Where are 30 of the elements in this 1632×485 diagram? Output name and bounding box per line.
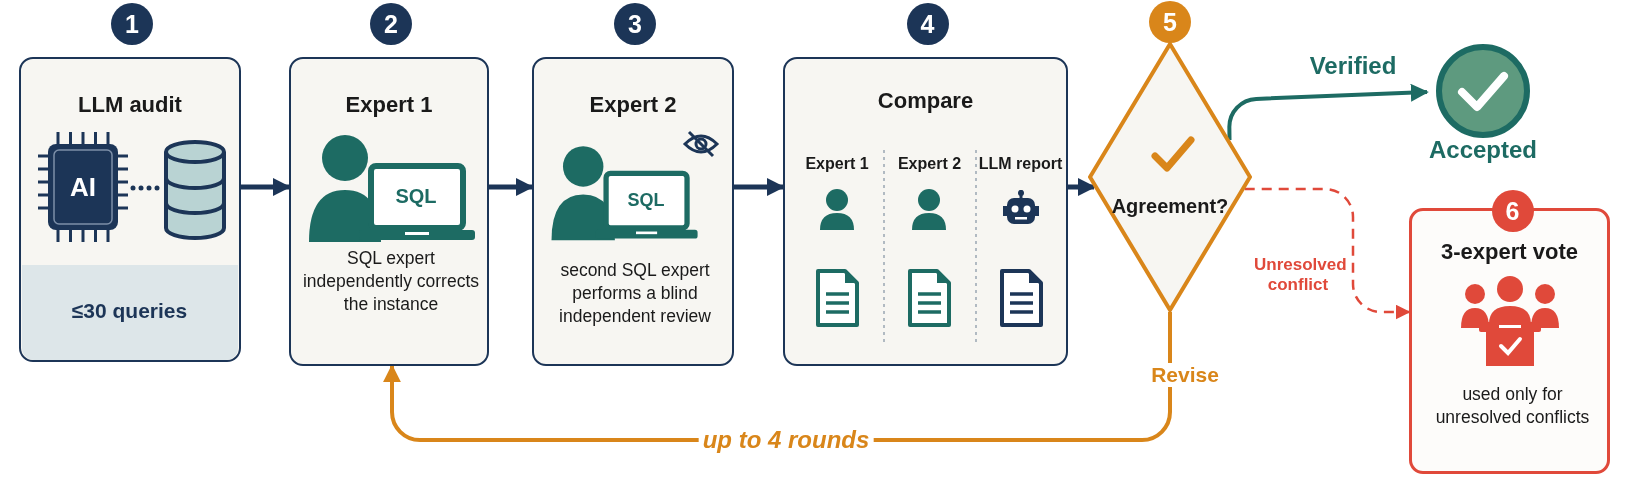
query-limit-text: ≤30 queries [70, 299, 189, 323]
arrow [241, 178, 291, 196]
step-description: second SQL expert performs a blind independent review [558, 259, 712, 328]
column-heading: LLM report [977, 153, 1064, 173]
step-description: SQL expert independently corrects the instance [301, 247, 481, 316]
step-number-badge: 3 [614, 3, 656, 45]
step-title: Expert 2 [588, 92, 678, 118]
arrow [1068, 178, 1096, 196]
step-number-badge: 5 [1149, 1, 1191, 43]
arrow [1244, 187, 1411, 320]
column-heading: Expert 2 [896, 153, 963, 173]
arrow [489, 178, 534, 196]
status-text: Accepted [1427, 136, 1538, 164]
decision-text: Agreement? [1110, 195, 1230, 218]
info-band [21, 264, 238, 360]
step-number-badge: 4 [906, 3, 949, 45]
step-title: Expert 1 [344, 92, 434, 118]
step-title: 3-expert vote [1440, 239, 1579, 265]
arrow [734, 178, 785, 196]
icon-label: SQL [395, 184, 437, 208]
step-number-badge: 1 [111, 3, 153, 45]
column-heading: Expert 1 [804, 153, 870, 173]
step-title: Compare [876, 88, 975, 114]
step-number-badge: 2 [370, 3, 412, 45]
step-title: LLM audit [77, 92, 183, 118]
step-number-badge: 6 [1491, 190, 1534, 232]
step-description: used only for unresolved conflicts [1434, 383, 1591, 429]
arrow [1227, 83, 1429, 141]
icon-label: AI [70, 171, 96, 203]
icon-label: SQL [627, 189, 665, 211]
